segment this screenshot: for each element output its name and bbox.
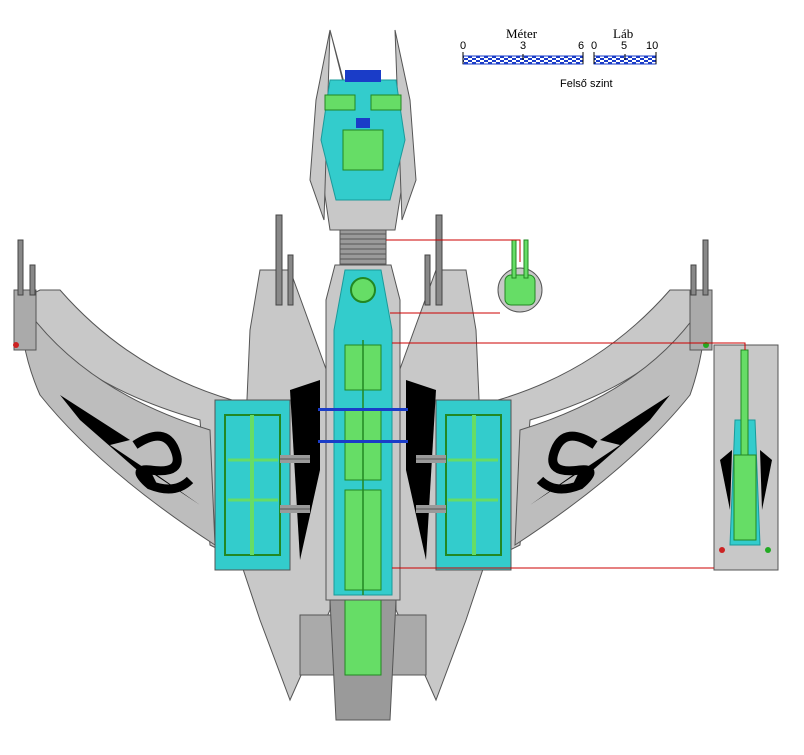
starboard-wing-cannon (702, 239, 709, 296)
port-navigation-light (13, 342, 19, 348)
torpedo-inset (713, 344, 779, 571)
port-wing-cannon (17, 239, 24, 296)
foot-tick-10: 10 (646, 40, 659, 52)
meter-tick-0: 0 (460, 40, 467, 52)
engine-block (299, 599, 427, 721)
inset-port-light (719, 547, 725, 553)
port-wing (13, 239, 241, 561)
foot-tick-0: 0 (591, 40, 598, 52)
spine-ladder (339, 224, 387, 266)
deck-caption: Felső szint (560, 78, 613, 90)
port-wing-tip (13, 289, 37, 351)
meter-tick-6: 6 (578, 40, 585, 52)
starboard-wing-cannon (690, 264, 697, 296)
port-wing-serpent (132, 431, 194, 494)
starboard-wing (489, 239, 713, 561)
turret-inset (497, 239, 543, 313)
inset-starboard-light (765, 547, 771, 553)
foot-scale-bar (593, 52, 657, 65)
starboard-side-deck (416, 399, 512, 571)
port-side-deck (214, 399, 310, 571)
port-wing-marking (60, 395, 200, 505)
port-wing-underside (19, 298, 216, 546)
meter-scale-title: Méter (506, 26, 538, 41)
central-spine (318, 224, 408, 601)
starboard-wing-serpent (536, 431, 598, 494)
foot-scale-title: Láb (613, 26, 634, 41)
leader-line (392, 342, 746, 350)
port-wing-cannon (29, 264, 36, 296)
meter-tick-3: 3 (520, 40, 527, 52)
leader-lines (386, 239, 746, 569)
leader-line (386, 239, 521, 262)
foot-tick-5: 5 (621, 40, 628, 52)
starboard-wing-marking (530, 395, 670, 505)
starboard-wing-tip (689, 289, 713, 351)
bow-section (309, 29, 417, 231)
meter-scale-bar (462, 52, 584, 65)
starboard-wing-underside (514, 298, 707, 546)
